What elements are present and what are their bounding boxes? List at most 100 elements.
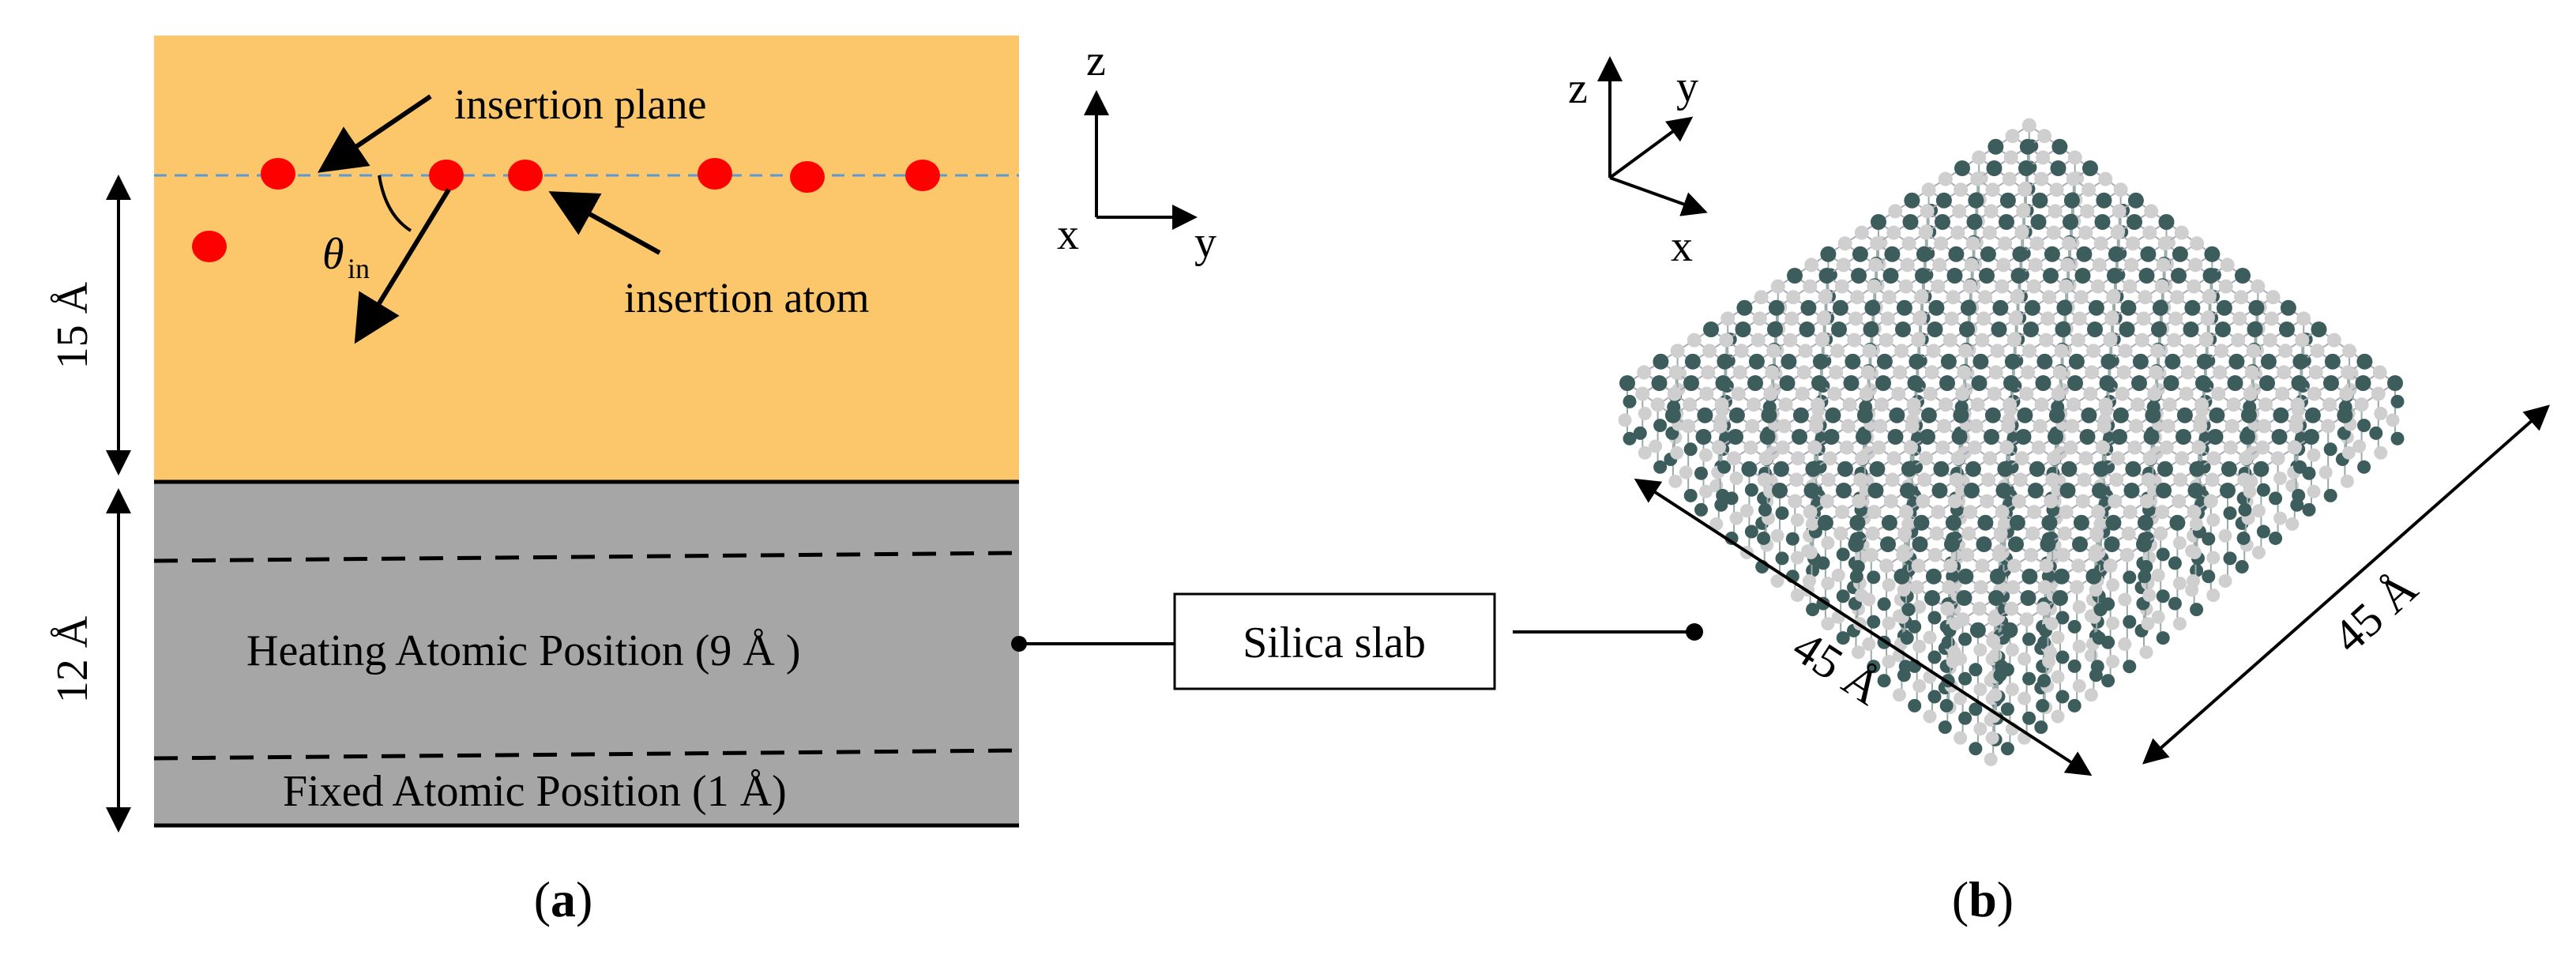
lattice-atom xyxy=(2019,612,2034,627)
lattice-atom xyxy=(2091,505,2106,520)
lattice-atom xyxy=(2112,429,2127,445)
lattice-atom xyxy=(2390,431,2405,446)
atom-dot xyxy=(905,160,940,191)
lattice-atom xyxy=(2067,619,2081,634)
lattice-atom xyxy=(2156,589,2170,603)
lattice-atom xyxy=(2259,375,2275,391)
y-axis-arrow xyxy=(1608,116,1694,179)
lattice-atom xyxy=(2239,429,2255,445)
lattice-atom xyxy=(1912,679,1927,693)
lattice-atom xyxy=(1883,494,1898,509)
lattice-atom xyxy=(2206,451,2221,466)
lattice-atom xyxy=(1757,531,1771,545)
lattice-atom xyxy=(2074,268,2091,284)
lattice-atom xyxy=(1986,634,2001,649)
lattice-atom xyxy=(2304,407,2321,423)
vacuum-region xyxy=(154,36,1019,482)
lattice-atom xyxy=(2079,429,2096,445)
fixed-region-boundary xyxy=(153,748,1020,761)
lattice-atom xyxy=(1995,660,2009,674)
lattice-atom xyxy=(1670,344,1685,359)
lattice-atom xyxy=(2176,407,2193,423)
lattice-atom xyxy=(1720,311,1736,326)
lattice-atom xyxy=(1796,365,1811,380)
lattice-atom xyxy=(1973,643,1987,657)
lattice-atom xyxy=(2108,246,2124,262)
lattice-atom xyxy=(1906,397,1921,412)
lattice-atom xyxy=(2110,225,2125,240)
lattice-atom xyxy=(2033,419,2048,434)
lattice-atom xyxy=(2072,311,2087,326)
lattice-atom xyxy=(1789,472,1804,487)
lattice-atom xyxy=(1896,299,1912,316)
lattice-atom xyxy=(2137,514,2153,531)
heating-atomic-position-label: Heating Atomic Position (9 Å ) xyxy=(246,626,801,675)
lattice-atom xyxy=(2085,568,2102,585)
lattice-atom xyxy=(1867,505,1882,520)
lattice-atom xyxy=(1854,225,1869,240)
lattice-atom xyxy=(1859,386,1874,401)
axes-triad-b: z y x xyxy=(1568,56,1708,271)
lattice-atom xyxy=(2168,311,2183,326)
lattice-atom xyxy=(1791,451,1806,466)
lattice-atom xyxy=(1920,429,1935,445)
lattice-atom xyxy=(1825,407,1841,423)
lattice-atom xyxy=(2262,333,2277,348)
lattice-atom xyxy=(2002,171,2017,186)
lattice-atom xyxy=(1792,407,1809,423)
lattice-atom xyxy=(2096,192,2112,209)
lattice-atom xyxy=(1954,160,1970,176)
lattice-atom xyxy=(2247,321,2263,337)
lattice-atom xyxy=(1912,536,1928,552)
lattice-atom xyxy=(2323,488,2337,502)
lattice-atom xyxy=(2151,568,2165,582)
lattice-atom xyxy=(1792,429,1807,445)
lattice-atom xyxy=(2044,494,2059,509)
lattice-atom xyxy=(1886,225,1901,240)
lattice-atom xyxy=(2000,742,2014,756)
lattice-atom xyxy=(2012,246,2029,262)
lattice-atom xyxy=(1945,514,1961,531)
lattice-atom xyxy=(1987,612,2003,627)
lattice-atom xyxy=(1668,365,1683,380)
lattice-atom xyxy=(1953,407,1969,423)
insertion-atom-pointer xyxy=(548,191,661,255)
lattice-atom xyxy=(2248,299,2265,316)
lattice-atom xyxy=(2132,353,2149,370)
lattice-atom xyxy=(2005,643,2019,657)
insertion-atom-label: insertion atom xyxy=(624,274,869,321)
lattice-atom xyxy=(2175,429,2191,445)
lattice-atom xyxy=(2157,236,2172,251)
lattice-atom xyxy=(2052,365,2067,380)
lattice-atom xyxy=(2008,311,2023,326)
lattice-atom xyxy=(1923,709,1937,724)
lattice-atom xyxy=(1924,590,1940,606)
lattice-atom xyxy=(2374,446,2388,460)
lattice-atom xyxy=(2095,440,2110,455)
lattice-atom xyxy=(1958,632,1972,646)
lattice-atom xyxy=(2258,397,2273,412)
lattice-atom xyxy=(1911,558,1926,573)
lattice-atom xyxy=(2056,299,2073,316)
lattice-atom xyxy=(1985,731,1999,745)
lattice-atom xyxy=(2387,375,2403,391)
lattice-atom xyxy=(1871,214,1886,230)
lattice-atom xyxy=(1980,494,1995,509)
lattice-atom xyxy=(1927,690,1942,704)
lattice-atom xyxy=(2357,419,2371,433)
lattice-atom xyxy=(1891,386,1906,401)
lattice-atom xyxy=(2089,526,2104,541)
lattice-atom xyxy=(2055,321,2071,337)
lattice-atom xyxy=(2174,225,2189,240)
lattice-atom xyxy=(1623,394,1637,408)
lattice-atom xyxy=(1991,547,2006,562)
x-axis-label: x xyxy=(1671,222,1693,271)
lattice-atom xyxy=(2234,290,2249,305)
lattice-atom xyxy=(2142,588,2157,603)
lattice-atom xyxy=(1983,451,1998,466)
panel-a-label: (a) xyxy=(534,871,593,927)
silica-slab-connector: Silica slab xyxy=(1011,592,1703,690)
lattice-atom xyxy=(2138,290,2153,305)
lattice-atom xyxy=(1758,502,1772,517)
lattice-atom xyxy=(1768,299,1784,316)
